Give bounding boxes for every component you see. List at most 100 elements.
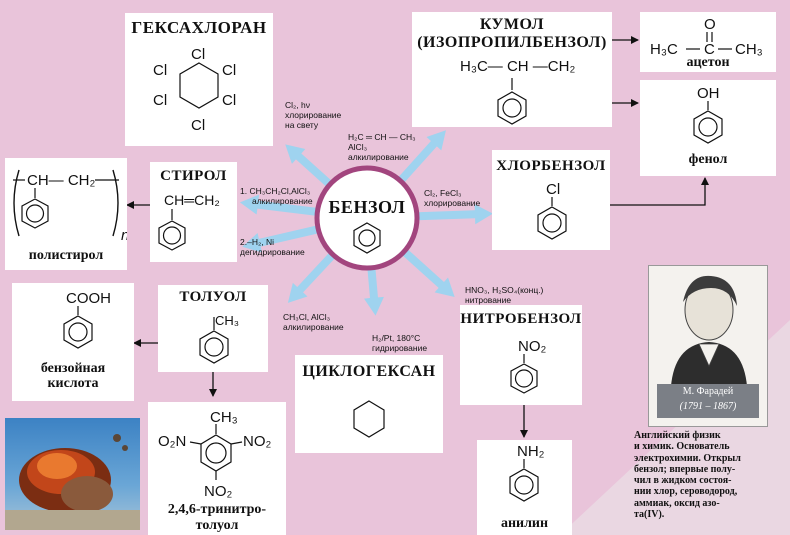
rxn-dehydrogenation-label: дегидрирование — [240, 247, 305, 257]
faraday-plate: М. Фарадей (1791 – 1867) — [657, 384, 759, 418]
acetone-name: ацетон — [686, 55, 730, 70]
rxn-fecl3-reagent: Cl₂, FeCl₃ — [424, 188, 462, 198]
styrene-box: СТИРОЛ CH═CH₂ — [150, 162, 237, 262]
acetone-box: O H₃C C CH₃ ацетон — [640, 12, 776, 72]
nitrobenzene-structure: NO₂ — [510, 338, 547, 394]
rxn-ethyl-alkylation: 1. CH₃CH₂Cl,AlCl₃ алкилирование — [240, 186, 313, 206]
tnt-ch3: CH₃ — [210, 409, 238, 426]
benzoic-acid-name-2: кислота — [47, 376, 99, 391]
tnt-name-1: 2,4,6-тринитро- — [167, 502, 267, 517]
chlorobenzene-structure: Cl — [537, 181, 567, 240]
rxn-propene-catalyst: AlCl₃ — [348, 142, 368, 152]
cyclohexane-box: ЦИКЛОГЕКСАН — [295, 355, 443, 453]
caption-line: бензол; впервые полу- — [634, 463, 736, 475]
rxn-propene-reagent: H₂C ═ CH — CH₃ — [348, 132, 416, 142]
acetone-left: H₃C — [650, 41, 678, 58]
polystyrene-n: n — [121, 227, 127, 244]
aniline-nh2: NH₂ — [517, 443, 545, 460]
faraday-caption: Английский физик и химик. Основатель эле… — [634, 430, 784, 520]
explosion-image — [5, 434, 140, 530]
hexachlorane-box: ГЕКСАХЛОРАН Cl Cl Cl Cl Cl Cl — [125, 13, 273, 146]
cl-upper-left: Cl — [153, 62, 167, 79]
polystyrene-name: полистирол — [28, 248, 104, 263]
chlorobenzene-box: ХЛОРБЕНЗОЛ Cl — [492, 150, 610, 250]
tnt-box: CH₃ O₂N NO₂ NO₂ 2,4,6-тринитро- толуол — [148, 402, 286, 535]
rxn-dehydrogenation-reagent: 2.–H₂, Ni — [240, 237, 275, 247]
chlorobenzene-cl: Cl — [546, 181, 560, 198]
cumene-subtitle: (ИЗОПРОПИЛБЕНЗОЛ) — [417, 34, 607, 51]
faraday-name: М. Фарадей — [682, 386, 734, 397]
cumene-box: КУМОЛ (ИЗОПРОПИЛБЕНЗОЛ) H₃C— CH —CH₂ — [412, 12, 612, 127]
faraday-portrait: М. Фарадей (1791 – 1867) — [648, 265, 768, 427]
rxn-methyl-alkylation: CH₃Cl, AlCl₃ алкилирование — [283, 312, 344, 332]
cl-lower-left: Cl — [153, 92, 167, 109]
rxn-propene-label: алкилирование — [348, 152, 409, 162]
rxn-propene-alkylation: H₂C ═ CH — CH₃ AlCl₃ алкилирование — [348, 132, 416, 162]
cl-bottom: Cl — [191, 117, 205, 134]
benzene-ring-icon — [353, 222, 381, 254]
benzoic-acid-box: COOH бензойная кислота — [12, 283, 134, 401]
styrene-group: CH═CH₂ — [164, 192, 220, 208]
faraday-illustration — [671, 275, 747, 386]
cyclohexane-title: ЦИКЛОГЕКСАН — [302, 363, 436, 380]
benzoic-acid-structure: COOH — [63, 290, 111, 349]
caption-line: электрохимии. Открыл — [634, 452, 741, 464]
acetone-structure: O H₃C C CH₃ — [650, 16, 763, 58]
aniline-structure: NH₂ — [509, 443, 545, 502]
hexachlorane-title: ГЕКСАХЛОРАН — [131, 18, 267, 37]
nitrobenzene-no2: NO₂ — [518, 338, 547, 355]
faraday-years: (1791 – 1867) — [679, 401, 737, 412]
phenol-name: фенол — [688, 152, 728, 167]
rxn-methyl-reagent: CH₃Cl, AlCl₃ — [283, 312, 331, 322]
cumene-chain: H₃C— CH —CH₂ — [460, 58, 576, 75]
rxn-chlorination-label: хлорирование — [285, 110, 342, 120]
benzene-circle — [314, 165, 420, 271]
rxn-fecl3-label: хлорирование — [424, 198, 481, 208]
rxn-ethyl-reagent: 1. CH₃CH₂Cl,AlCl₃ — [240, 186, 311, 196]
acetone-oxygen: O — [704, 16, 716, 33]
phenol-box: OH фенол — [640, 80, 776, 176]
polystyrene-chain: CH— CH₂ — [27, 172, 95, 189]
polystyrene-structure: CH— CH₂ n — [13, 169, 127, 244]
toluene-ch3: CH₃ — [215, 313, 239, 328]
rxn-fecl3-chlorination: Cl₂, FeCl₃ хлорирование — [424, 188, 480, 208]
rxn-chlorination-reagent: Cl₂, hν — [285, 100, 311, 110]
toluene-box: ТОЛУОЛ CH₃ — [158, 285, 268, 372]
caption-line: чил в жидком состоя- — [634, 475, 732, 487]
benzoic-acid-name-1: бензойная — [40, 361, 106, 376]
polystyrene-box: CH— CH₂ n полистирол — [5, 158, 127, 270]
tnt-structure: CH₃ O₂N NO₂ NO₂ — [158, 409, 272, 500]
tnt-name-2: толуол — [195, 518, 239, 533]
caption-line: та(IV). — [634, 509, 665, 521]
benzoic-cooh: COOH — [66, 290, 111, 307]
cumene-title: КУМОЛ — [479, 16, 545, 33]
rxn-hydrogenation-reagent: H₂/Pt, 180°C — [372, 333, 421, 343]
rxn-nitration-label: нитрование — [465, 295, 512, 305]
acetone-right: CH₃ — [735, 41, 763, 58]
caption-line: нии хлор, сероводород, — [634, 486, 738, 498]
tnt-bottom-no2: NO₂ — [204, 483, 233, 500]
explosion-photo — [5, 418, 140, 530]
rxn-hydrogenation: H₂/Pt, 180°C гидрирование — [372, 333, 427, 353]
caption-line: Английский физик — [634, 430, 721, 441]
phenol-structure: OH — [693, 85, 723, 144]
caption-line: и химик. Основатель — [634, 441, 730, 453]
toluene-structure: CH₃ — [199, 313, 239, 364]
connector-arrows — [126, 36, 709, 438]
rxn-chlorination: Cl₂, hν хлорирование на свету — [285, 100, 341, 130]
styrene-structure — [158, 209, 186, 251]
tnt-right-no2: NO₂ — [243, 433, 272, 450]
rxn-ethyl-label: алкилирование — [252, 196, 313, 206]
cyclohexane-structure — [353, 400, 385, 438]
hexachlorane-structure: Cl Cl Cl Cl Cl Cl — [153, 46, 236, 134]
rxn-dehydrogenation: 2.–H₂, Ni дегидрирование — [240, 237, 305, 257]
chlorobenzene-title: ХЛОРБЕНЗОЛ — [496, 158, 606, 174]
aniline-name: анилин — [500, 516, 549, 531]
rxn-methyl-label: алкилирование — [283, 322, 344, 332]
cumene-structure — [497, 78, 527, 125]
aniline-box: NH₂ анилин — [477, 440, 572, 535]
rxn-nitration: HNO₃, H₂SO₄(конц.) нитрование — [465, 285, 543, 305]
toluene-title: ТОЛУОЛ — [179, 289, 247, 305]
phenol-oh: OH — [697, 85, 720, 102]
caption-line: аммиак, оксид азо- — [634, 497, 720, 509]
